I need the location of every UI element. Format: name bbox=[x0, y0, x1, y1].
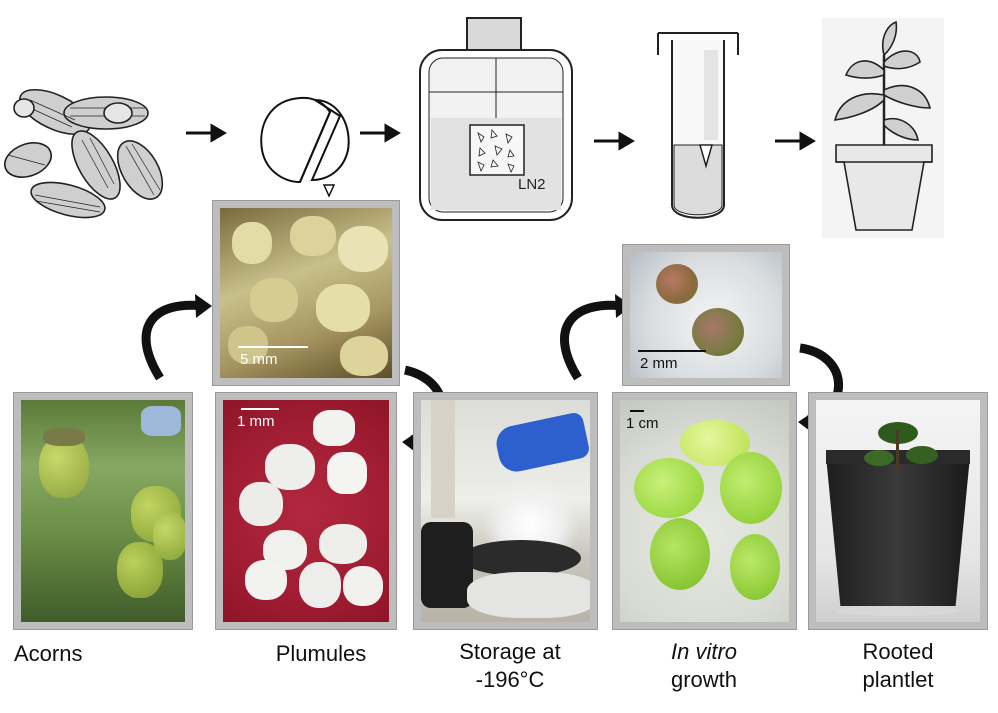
in-vitro-growth-photo: 1 cm bbox=[612, 392, 797, 630]
plumule-closeup-photo: 5 mm bbox=[212, 200, 400, 386]
acorns-photo bbox=[13, 392, 193, 630]
scale-label: 5 mm bbox=[240, 351, 278, 368]
caption-acorns: Acorns bbox=[14, 641, 83, 666]
scale-label: 2 mm bbox=[640, 355, 678, 372]
explant-photo: 2 mm bbox=[622, 244, 790, 386]
rooted-plantlet-photo bbox=[808, 392, 988, 630]
caption-in-vitro: In vitro growth bbox=[644, 638, 764, 694]
caption-rooted: Rooted plantlet bbox=[838, 638, 958, 694]
dissected-acorn-drawing bbox=[260, 96, 350, 198]
arrow-icon bbox=[186, 123, 816, 151]
schematic-row bbox=[3, 17, 944, 238]
curved-arrow-icon bbox=[141, 300, 206, 381]
ln2-container-drawing bbox=[419, 17, 573, 221]
potted-seedling-drawing bbox=[822, 18, 944, 238]
scale-label: 1 mm bbox=[237, 413, 275, 430]
caption-rooted-line2: plantlet bbox=[862, 667, 934, 692]
ln2-label: LN2 bbox=[518, 176, 546, 193]
curved-arrow-icon bbox=[560, 300, 625, 381]
caption-rooted-line1: Rooted bbox=[862, 639, 934, 664]
scale-label: 1 cm bbox=[626, 415, 659, 432]
caption-storage-line1: Storage at bbox=[459, 639, 561, 664]
caption-in-vitro-line1: In vitro bbox=[670, 639, 738, 664]
caption-in-vitro-line2: growth bbox=[670, 667, 738, 692]
cryo-storage-photo bbox=[413, 392, 598, 630]
caption-storage: Storage at -196°C bbox=[440, 638, 580, 694]
test-tube-drawing bbox=[657, 32, 739, 219]
caption-storage-line2: -196°C bbox=[475, 667, 545, 692]
acorns-drawing bbox=[3, 88, 164, 219]
plumules-photo: 1 mm bbox=[215, 392, 397, 630]
caption-plumules: Plumules bbox=[275, 641, 367, 666]
